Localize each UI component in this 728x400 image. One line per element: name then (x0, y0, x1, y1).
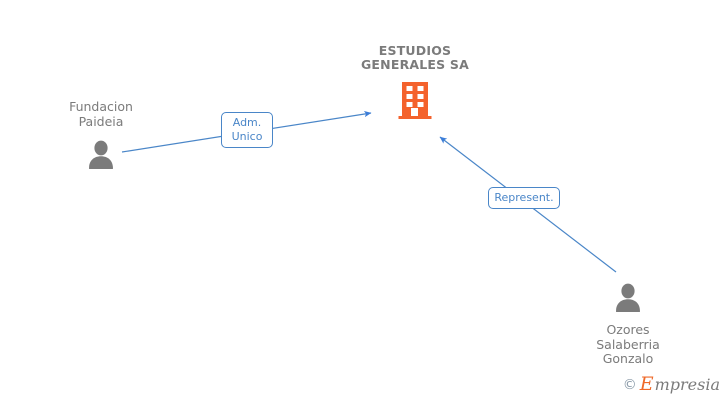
edge-label-adm-unico[interactable]: Adm. Unico (221, 112, 273, 148)
person-node-fundacion-paideia[interactable]: Fundacion Paideia (26, 99, 176, 172)
person-icon (611, 281, 645, 315)
person-name-ozores-salaberria-gonzalo: Ozores Salaberria Gonzalo (596, 322, 660, 366)
edge-label-represent[interactable]: Represent. (488, 187, 560, 209)
brand-name: mpresia (654, 374, 720, 394)
person-name-fundacion-paideia: Fundacion Paideia (69, 99, 133, 129)
company-node-estudios-generales-sa[interactable]: ESTUDIOS GENERALES SA (340, 44, 490, 120)
copyright-icon: © (622, 376, 637, 393)
office-building-icon (397, 80, 433, 120)
person-icon (84, 138, 118, 172)
watermark-empresia: © E mpresia (623, 375, 720, 394)
company-title: ESTUDIOS GENERALES SA (360, 43, 470, 72)
person-node-ozores-salaberria-gonzalo[interactable]: Ozores Salaberria Gonzalo (553, 281, 703, 367)
brand-initial: E (639, 373, 654, 395)
